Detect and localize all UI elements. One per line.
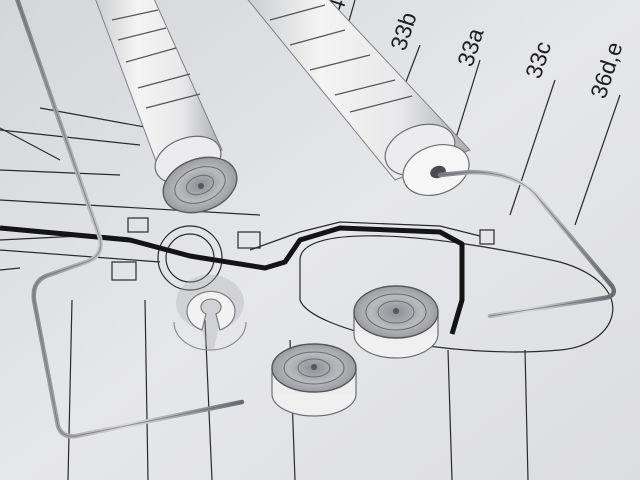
coil-disc-right	[353, 285, 439, 359]
split-ring	[173, 274, 247, 351]
black-plan-line	[0, 225, 465, 335]
paper-tube-right	[247, 0, 471, 196]
paper-tube-left	[95, 0, 238, 214]
coil-disc-left	[271, 343, 357, 417]
